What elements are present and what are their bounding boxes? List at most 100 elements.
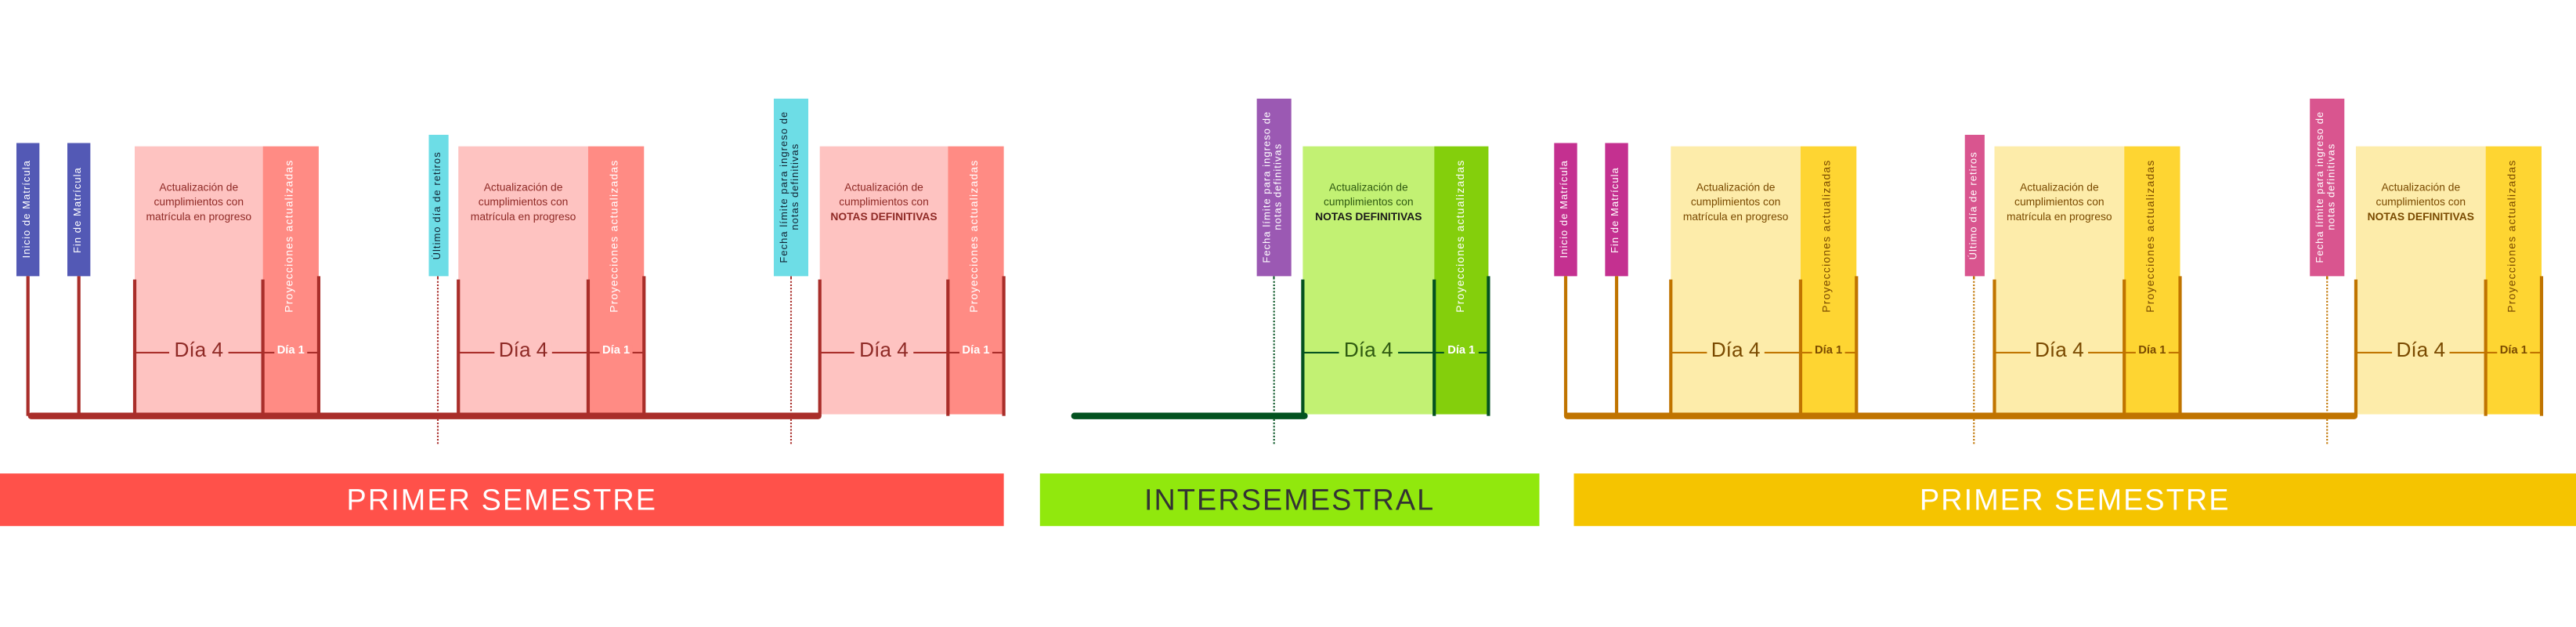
day-4-label: Día 4	[1302, 340, 1434, 361]
projections-block: Proyecciones actualizadas	[948, 146, 1004, 415]
projections-block: Proyecciones actualizadas	[262, 146, 319, 415]
bracket-line	[1302, 279, 1304, 416]
semester-banner: INTERSEMESTRAL	[1039, 473, 1540, 527]
day-4-text: Día 4	[2391, 340, 2451, 361]
day-4-text: Día 4	[1706, 340, 1765, 361]
day-1-label: Día 1	[588, 345, 644, 357]
projections-label: Proyecciones actualizadas	[2506, 159, 2519, 313]
day-1-label: Día 1	[2124, 345, 2180, 357]
timeline-bar	[27, 412, 822, 419]
semester-banner-label: PRIMER SEMESTRE	[346, 482, 658, 516]
milestone-line	[1564, 276, 1567, 416]
milestone-tag: Inicio de Matrícula	[1554, 143, 1577, 277]
milestone-tag: Último día de retiros	[428, 135, 449, 277]
update-period-block: Actualización de cumplimientos con matríc…	[1994, 146, 2125, 415]
day-1-label: Día 1	[1434, 345, 1488, 357]
bracket-line	[133, 279, 136, 416]
update-description-detail: matrícula en progreso	[146, 212, 252, 223]
timeline-bar	[1071, 412, 1308, 419]
day-4-text: Día 4	[493, 340, 553, 361]
update-description-text: Actualización de cumplimientos con	[154, 182, 244, 209]
milestone-dotted-line	[789, 276, 792, 444]
day-1-label: Día 1	[2486, 345, 2542, 357]
update-description-text: Actualización de cumplimientos con	[478, 182, 569, 209]
milestone-tag: Fin de Matrícula	[67, 143, 91, 277]
milestone-line	[27, 276, 29, 416]
bracket-line	[457, 279, 460, 416]
update-description: Actualización de cumplimientos con matríc…	[458, 183, 588, 227]
update-period-block: Actualización de cumplimientos con matríc…	[458, 146, 588, 415]
update-description-text: Actualización de cumplimientos con	[839, 182, 929, 209]
day-1-text: Día 1	[1811, 345, 1846, 357]
milestone-dotted-line	[437, 276, 439, 444]
bracket-line	[262, 279, 264, 416]
milestone-dotted-line	[1974, 276, 1976, 444]
update-description-detail: matrícula en progreso	[2007, 212, 2112, 223]
day-1-label: Día 1	[1801, 345, 1856, 357]
bracket-line	[1669, 279, 1672, 416]
bracket-line	[1003, 276, 1005, 416]
update-description-text: Actualización de cumplimientos con	[1324, 182, 1414, 209]
projections-block: Proyecciones actualizadas	[2485, 146, 2542, 415]
bracket-line	[2354, 279, 2357, 416]
milestone-line	[1615, 276, 1618, 416]
bracket-line	[1487, 276, 1490, 416]
bracket-line	[317, 276, 320, 416]
semester-banner: PRIMER SEMESTRE	[0, 473, 1004, 527]
phase-box: Actualización de cumplimientos con matríc…	[458, 146, 645, 415]
update-description-text: Actualización de cumplimientos con	[2375, 182, 2466, 209]
milestone-label: Inicio de Matrícula	[1558, 160, 1570, 259]
milestone-line	[78, 276, 80, 416]
day-1-label: Día 1	[948, 345, 1003, 357]
update-description-text: Actualización de cumplimientos con	[1690, 182, 1781, 209]
day-1-text: Día 1	[598, 345, 634, 357]
bracket-line	[2484, 279, 2487, 416]
milestone-tag: Inicio de Matrícula	[16, 143, 40, 277]
day-4-label: Día 4	[2356, 340, 2486, 361]
semester-banner: PRIMER SEMESTRE	[1573, 473, 2576, 527]
bracket-line	[2540, 276, 2543, 416]
day-1-text: Día 1	[959, 345, 993, 357]
update-period-block: Actualización de cumplimientos con matríc…	[135, 146, 263, 415]
projections-label: Proyecciones actualizadas	[1822, 159, 1834, 313]
bracket-line	[1855, 276, 1858, 416]
milestone-label: Fin de Matrícula	[1609, 166, 1621, 253]
projections-block: Proyecciones actualizadas	[1800, 146, 1857, 415]
bracket-line	[587, 279, 590, 416]
final-grades-label: NOTAS DEFINITIVAS	[1315, 212, 1422, 223]
semester-banner-label: INTERSEMESTRAL	[1143, 482, 1436, 516]
milestone-label: Fecha límite para ingreso de notas defin…	[2314, 111, 2337, 264]
timeline-bar	[1563, 412, 2358, 419]
day-1-text: Día 1	[1444, 345, 1479, 357]
milestone-tag: Fecha límite para ingreso de notas defin…	[1256, 98, 1292, 277]
projections-block: Proyecciones actualizadas	[1434, 146, 1489, 415]
milestone-tag: Último día de retiros	[1964, 135, 1985, 277]
day-4-text: Día 4	[1339, 340, 1398, 361]
day-4-label: Día 4	[1994, 340, 2124, 361]
phase-box: Actualización de cumplimientos con matríc…	[1994, 146, 2180, 415]
final-grades-label: NOTAS DEFINITIVAS	[830, 212, 938, 223]
bracket-line	[642, 276, 645, 416]
day-4-text: Día 4	[2029, 340, 2089, 361]
day-1-text: Día 1	[2135, 345, 2170, 357]
day-4-label: Día 4	[820, 340, 948, 361]
projections-block: Proyecciones actualizadas	[587, 146, 645, 415]
day-4-label: Día 4	[1671, 340, 1801, 361]
day-1-label: Día 1	[263, 345, 319, 357]
update-description-detail: matrícula en progreso	[470, 212, 576, 223]
bracket-line	[2179, 276, 2181, 416]
update-description-text: Actualización de cumplimientos con	[2014, 182, 2105, 209]
phase-box: Actualización de cumplimientos con matríc…	[135, 146, 319, 415]
